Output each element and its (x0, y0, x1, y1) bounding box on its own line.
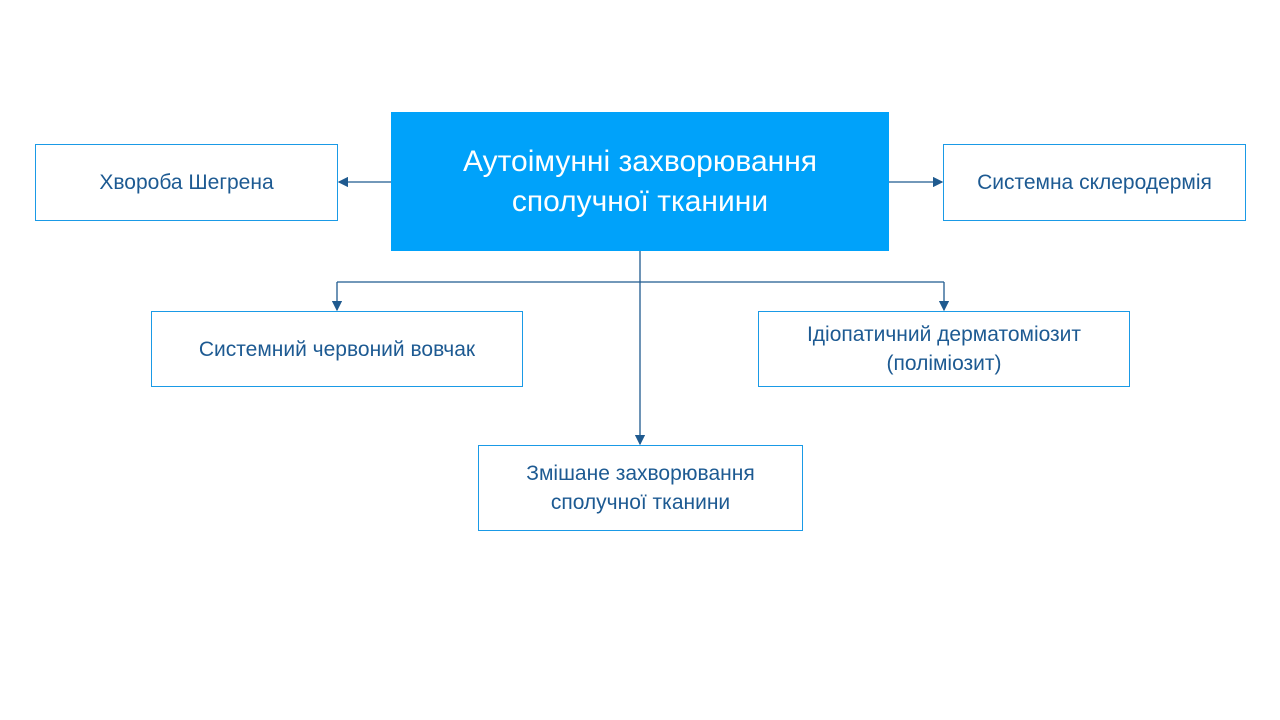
node-mixed: Змішане захворювання сполучної тканини (478, 445, 803, 531)
main-title-line2: сполучної тканини (511, 184, 769, 218)
main-node: Аутоімунні захворювання сполучної тканини (391, 112, 889, 251)
node-label: сполучної тканини (550, 491, 731, 514)
node-scleroderma: Системна склеродермія (943, 144, 1246, 221)
main-title-line1: Аутоімунні захворювання (462, 144, 818, 178)
node-label: Ідіопатичний дерматоміозит (806, 323, 1082, 346)
node-label: Змішане захворювання (526, 462, 755, 485)
node-dermatomyositis: Ідіопатичний дерматоміозит (поліміозит) (758, 311, 1130, 387)
node-lupus: Системний червоний вовчак (151, 311, 523, 387)
node-label: Хвороба Шегрена (99, 171, 274, 194)
node-label: (поліміозит) (886, 352, 1002, 375)
node-label: Системна склеродермія (977, 171, 1212, 194)
node-label: Системний червоний вовчак (198, 337, 476, 361)
node-sjogren: Хвороба Шегрена (35, 144, 338, 221)
